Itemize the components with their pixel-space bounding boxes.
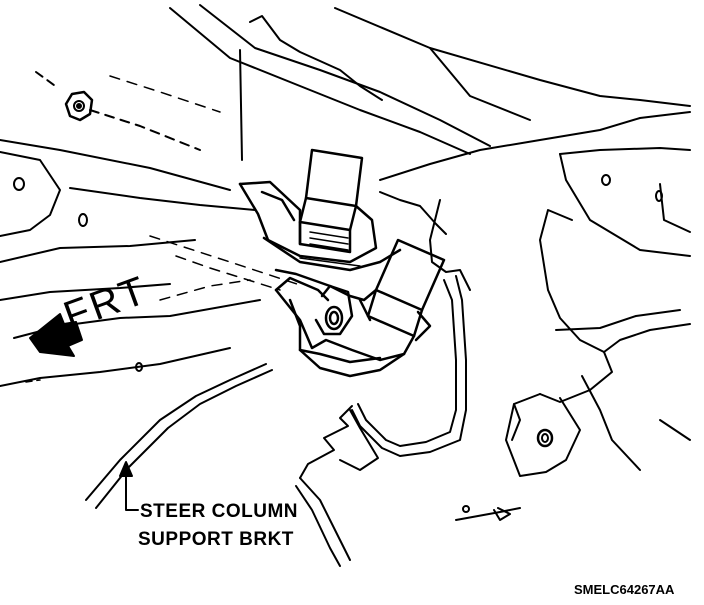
dash-panel	[169, 4, 691, 161]
figure-code: SMELC64267AA	[574, 582, 675, 597]
break-line	[295, 405, 353, 567]
callout-label-line1: STEER COLUMN	[140, 501, 298, 522]
mounting-hole	[601, 174, 611, 186]
mounting-hole	[135, 362, 143, 372]
front-direction-arrow	[29, 313, 83, 357]
callout-label-line2: SUPPORT BRKT	[138, 529, 294, 550]
steer-column-support-bracket	[274, 238, 446, 378]
right-structure	[379, 111, 691, 521]
nut-icon	[35, 71, 201, 151]
alignment-dashes	[25, 75, 301, 383]
mounting-hole	[536, 428, 554, 448]
mounting-hole	[13, 177, 25, 191]
upper-bracket	[238, 148, 402, 272]
column-tube	[339, 199, 471, 471]
floor-edges	[85, 363, 273, 509]
callout-leader	[119, 461, 139, 511]
frt-label: FRT	[58, 268, 154, 339]
mounting-hole	[78, 213, 88, 227]
